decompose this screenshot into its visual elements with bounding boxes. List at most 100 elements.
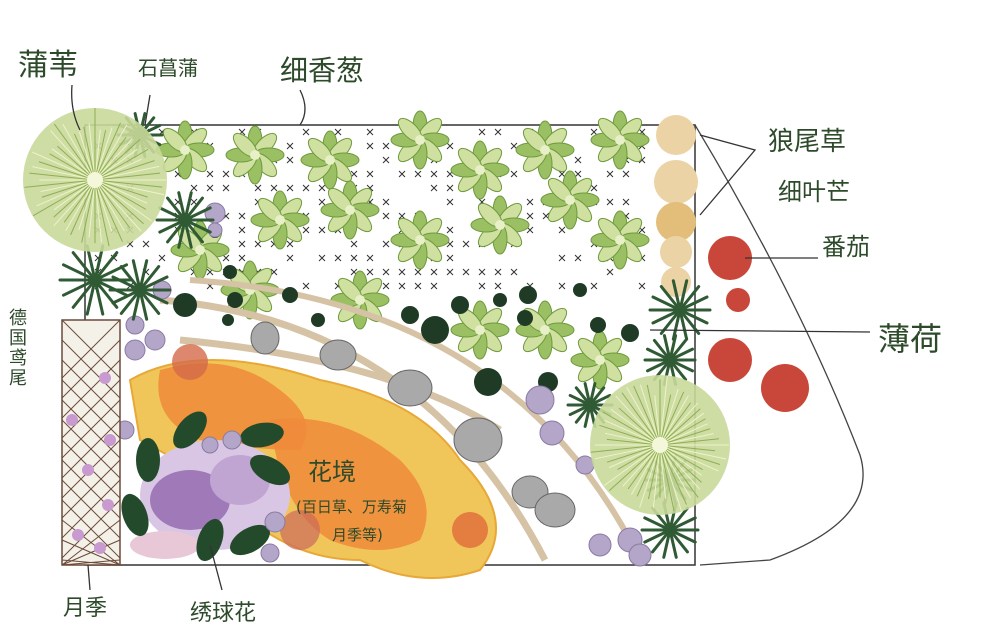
cross-mark xyxy=(446,254,454,262)
spiky-leaf xyxy=(574,386,592,407)
grass-blade xyxy=(659,402,692,446)
purple-ball xyxy=(201,436,219,454)
cross-mark xyxy=(238,212,246,220)
pennisetum-clump xyxy=(660,236,692,268)
purple-ball xyxy=(539,420,565,446)
cross-mark xyxy=(334,254,342,262)
purple-ball xyxy=(628,543,652,567)
trellis-slat xyxy=(61,339,121,399)
purple-ball xyxy=(575,455,595,475)
spiky-leaf xyxy=(668,358,688,382)
grass-blade xyxy=(590,444,661,453)
rose-flower xyxy=(102,499,114,511)
spiky-leaf xyxy=(678,308,709,325)
cross-mark xyxy=(606,268,614,276)
grass-blade xyxy=(94,179,131,229)
cross-mark xyxy=(350,240,358,248)
spiky-leaf xyxy=(71,251,97,282)
spiky-leaf xyxy=(85,278,97,316)
spiky-leaf xyxy=(588,386,606,407)
spiky-leaf xyxy=(652,338,672,362)
grass-blade xyxy=(659,418,706,446)
grass-blade xyxy=(608,444,661,492)
grass-blade xyxy=(639,444,661,508)
cross-mark xyxy=(382,268,390,276)
cross-mark xyxy=(510,170,518,178)
dark-shrub xyxy=(517,310,533,326)
grass-blade xyxy=(50,130,96,181)
stone xyxy=(534,492,576,528)
grass-blade xyxy=(94,124,128,181)
tomato-plant xyxy=(726,288,750,312)
cross-mark xyxy=(254,240,262,248)
grass-blade xyxy=(41,179,96,198)
grass-center xyxy=(652,437,668,453)
grass-blade xyxy=(94,179,125,232)
dark-shrub xyxy=(227,292,243,308)
spiky-leaf xyxy=(668,334,678,362)
grass-blade xyxy=(65,179,96,232)
cross-mark xyxy=(558,226,566,234)
grass-blade xyxy=(94,149,149,181)
herb-center xyxy=(540,145,550,155)
cross-mark xyxy=(254,184,262,192)
grass-blade xyxy=(659,433,714,446)
pennisetum-clump xyxy=(654,160,698,204)
herb-center xyxy=(540,325,550,335)
spiky-leaf xyxy=(671,308,682,341)
hydrangea-leaves xyxy=(121,411,290,562)
pennisetum-clump xyxy=(656,115,696,155)
grass-blade xyxy=(81,179,96,243)
grass-blade xyxy=(94,179,148,198)
cross-mark xyxy=(510,142,518,150)
spiky-leaf xyxy=(138,288,149,321)
spiky-leaf xyxy=(678,285,701,312)
spiky-leaf xyxy=(668,528,697,544)
pennisetum-clumps xyxy=(654,115,698,297)
spiky-leaf xyxy=(138,259,149,292)
spiky-leaf xyxy=(668,528,678,559)
grass-blade xyxy=(659,444,701,490)
cross-mark xyxy=(574,254,582,262)
cross-mark xyxy=(430,268,438,276)
trellis-slat xyxy=(61,479,121,539)
grass-blade xyxy=(659,444,716,452)
stone xyxy=(387,369,433,407)
herb-center xyxy=(415,235,425,245)
grass-blade xyxy=(88,123,96,181)
cross-mark xyxy=(302,226,310,234)
cross-mark xyxy=(414,170,422,178)
grass-blade xyxy=(603,444,661,486)
grass-center xyxy=(87,172,103,188)
cross-mark xyxy=(430,170,438,178)
spiky-leaf xyxy=(93,278,105,316)
label-acorus: 石菖蒲 xyxy=(138,56,198,80)
path-edge-outer xyxy=(159,296,549,562)
rose-flower xyxy=(82,464,94,476)
grass-blade xyxy=(94,179,103,243)
spiky-leaf xyxy=(668,358,695,373)
dark-shrub xyxy=(451,296,469,314)
herb-center xyxy=(475,165,485,175)
grass-blade xyxy=(626,387,661,446)
tomato-plant xyxy=(708,338,752,382)
herb-center xyxy=(615,135,625,145)
grass-blade xyxy=(94,160,155,181)
grass-blade xyxy=(633,385,661,446)
cross-mark xyxy=(494,268,502,276)
cross-mark xyxy=(606,198,614,206)
cross-mark xyxy=(574,170,582,178)
grass-blade xyxy=(62,123,96,181)
cross-mark xyxy=(190,184,198,192)
spiky-leaf xyxy=(645,358,672,373)
rose-flower xyxy=(94,542,106,554)
spiky-leaf xyxy=(131,259,142,292)
purple-ball xyxy=(125,315,145,335)
trellis-slat xyxy=(61,519,121,566)
herb-center xyxy=(565,195,575,205)
grass-blade xyxy=(88,179,96,238)
tomato-plant xyxy=(761,364,809,412)
spiky-leaf xyxy=(183,196,204,222)
grass-blade xyxy=(94,158,142,181)
